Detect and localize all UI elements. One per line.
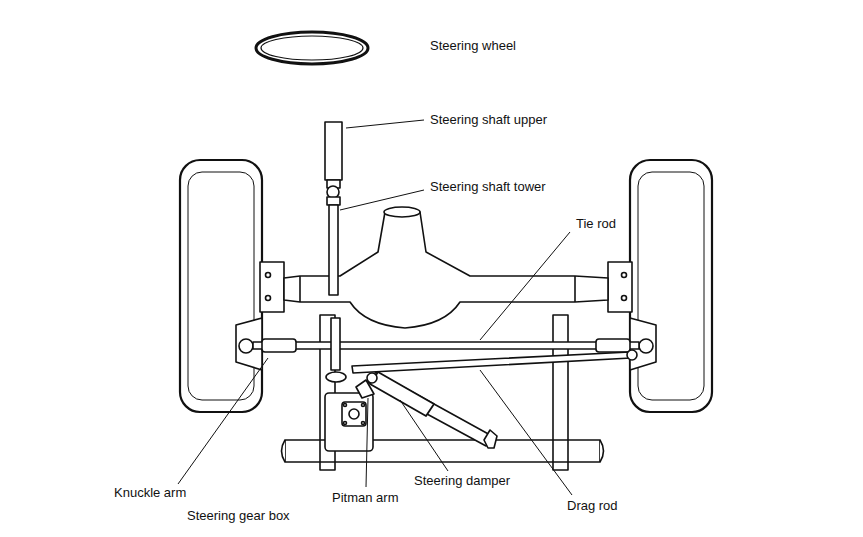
hub [260,262,284,312]
steering-wheel-inner [261,36,363,60]
knuckle-arm-joint [639,339,653,353]
leader-line [178,358,268,484]
tie-rod-end [596,339,630,352]
steering-gear-box [325,393,373,451]
hub [608,262,632,312]
differential-neck [384,207,420,217]
steering-damper [368,372,492,446]
tie-rod [253,342,639,349]
leader-line [346,120,424,128]
tire-tread [188,172,254,400]
tire [180,160,262,412]
leader-line [340,190,424,210]
steering-shaft-tower [329,205,338,295]
part-label: Knuckle arm [112,485,188,500]
damper-bracket [484,430,497,448]
part-label: Tie rod [574,216,618,231]
part-label: Pitman arm [330,490,400,505]
part-label: Steering shaft upper [428,112,549,127]
pitman-arm [356,380,374,398]
leader-line [480,232,570,340]
steering-shaft-upper [325,122,342,180]
part-label: Drag rod [565,498,620,513]
part-label: Steering damper [412,473,512,488]
steering-wheel [256,32,368,64]
drag-rod [352,352,631,373]
leader-line [400,400,448,471]
part-label: Steering gear box [185,508,292,523]
tire-tread [638,172,704,400]
knuckle-arm-joint [239,339,253,353]
part-label: Steering wheel [428,38,518,53]
tie-rod-end [262,339,296,352]
tire [630,160,712,412]
leader-line [366,398,368,487]
part-label: Steering shaft tower [428,179,548,194]
